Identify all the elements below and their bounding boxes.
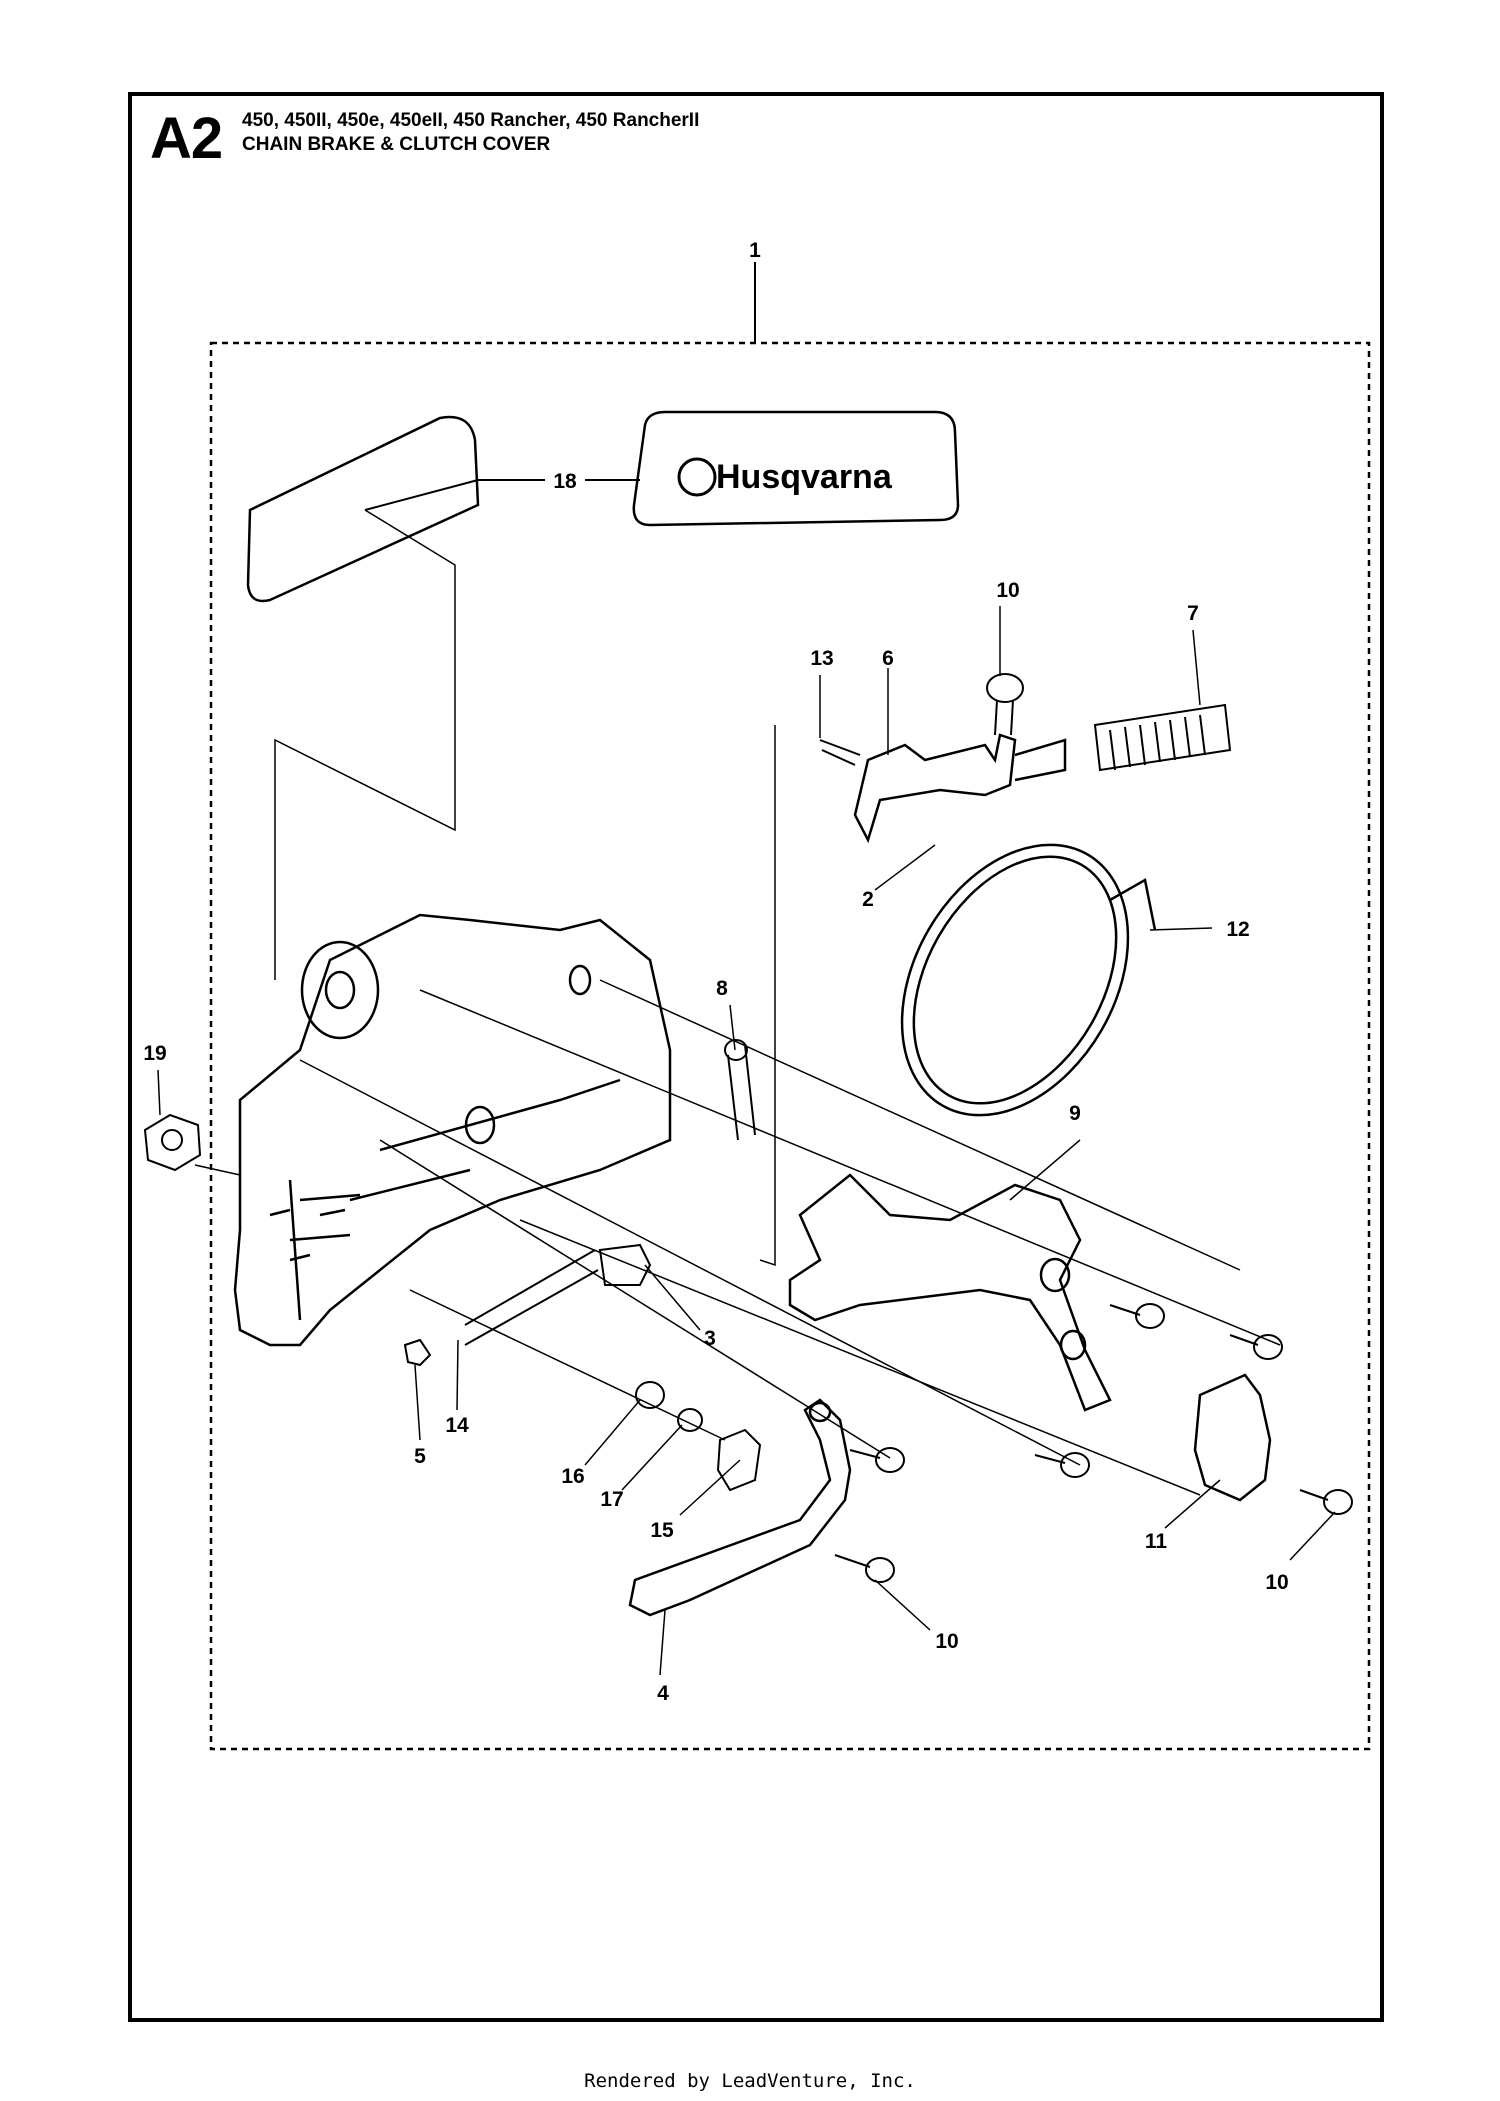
callout-2: 2 [862,888,874,911]
callout-10-lower: 10 [935,1630,958,1653]
husqvarna-logo-text: Husqvarna [716,458,893,496]
callout-13: 13 [810,647,833,670]
callout-5: 5 [414,1445,426,1468]
nut-part [143,1113,202,1172]
screw-upper-part [986,673,1024,736]
callout-15: 15 [650,1519,674,1542]
husqvarna-decal-part: Husqvarna [632,410,960,527]
brake-lever-part [853,733,1067,844]
callout-19: 19 [143,1042,166,1065]
callout-6: 6 [882,647,894,670]
sprocket-part [716,1428,762,1492]
callout-7: 7 [1187,602,1199,625]
model-list: 450, 450II, 450e, 450eII, 450 Rancher, 4… [242,110,700,131]
brake-band-part [900,843,1157,1117]
callout-leaders [157,606,1336,1676]
kit-boundary [209,341,1371,1751]
blank-decal-part [246,415,480,603]
sleeve-part [724,1039,756,1141]
callout-16: 16 [561,1465,584,1488]
callout-17: 17 [600,1488,623,1511]
spring-part [1093,703,1232,772]
diagram-frame [128,92,1384,2022]
section-code: A2 [150,106,223,171]
tensioner-nut-part [403,1338,432,1367]
callout-1: 1 [749,239,761,262]
callout-4: 4 [657,1682,669,1705]
chain-catcher-handle-part [628,1398,852,1617]
callout-10-upper: 10 [996,579,1019,602]
pin-part [819,739,861,766]
callout-9: 9 [1069,1102,1081,1125]
washer-part [677,1408,703,1432]
footer-credit: Rendered by LeadVenture, Inc. [584,2070,916,2092]
callout-3: 3 [704,1327,716,1350]
callout-10-right: 10 [1265,1571,1288,1594]
callout-14: 14 [445,1414,469,1437]
assembly-lines [194,509,1281,1496]
callout-8: 8 [716,977,728,1000]
bumper-part [1193,1373,1272,1502]
callout-11: 11 [1145,1530,1168,1553]
screws-part [834,1303,1353,1583]
callout-18: 18 [553,470,577,493]
ring-part [635,1381,665,1409]
chain-guard-part [788,1173,1112,1412]
diagram-title: CHAIN BRAKE & CLUTCH COVER [242,134,551,155]
callout-12: 12 [1226,918,1249,941]
